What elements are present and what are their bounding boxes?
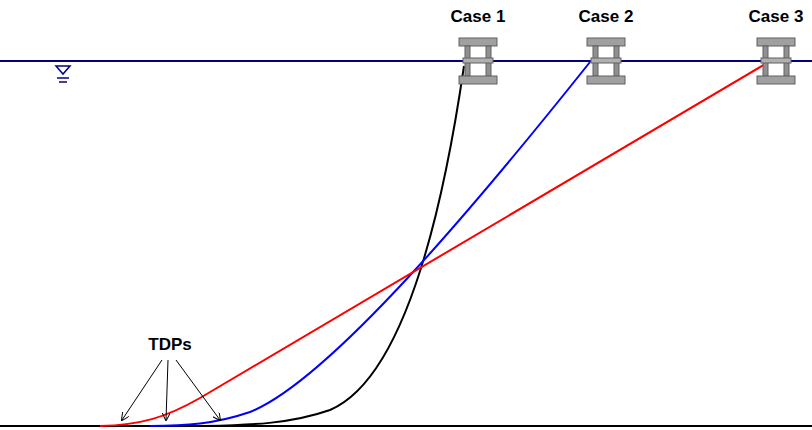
case-label: Case 2 xyxy=(579,8,634,27)
leader-line xyxy=(166,360,168,420)
water-symbol xyxy=(56,66,70,82)
riser-case-3 xyxy=(100,60,772,426)
leader-line xyxy=(176,360,220,420)
water-line xyxy=(0,60,812,62)
tdp-label: TDPs xyxy=(148,336,191,355)
riser-case-2 xyxy=(150,62,590,426)
vessel-case-2 xyxy=(587,38,625,84)
vessel-case-3 xyxy=(757,38,795,84)
leader-line xyxy=(122,360,162,420)
case-label: Case 1 xyxy=(451,8,506,27)
vessel-case-1 xyxy=(459,38,497,84)
case-label: Case 3 xyxy=(749,8,804,27)
